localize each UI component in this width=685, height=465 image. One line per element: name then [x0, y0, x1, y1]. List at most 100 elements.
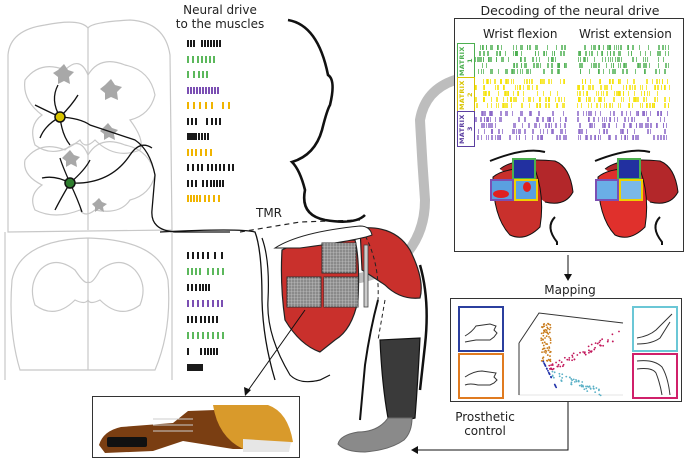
scatter-point: [552, 376, 555, 379]
spike: [215, 164, 217, 171]
raster-spike: [489, 111, 492, 116]
raster-spike: [633, 79, 635, 84]
raster-spike: [649, 111, 651, 116]
scatter-point: [599, 394, 602, 397]
scatter-point: [575, 380, 578, 383]
raster-spike: [552, 117, 555, 122]
scatter-point: [540, 337, 543, 340]
raster-spike: [487, 79, 489, 84]
raster-spike: [495, 51, 497, 56]
spike: [207, 348, 209, 355]
raster-spike: [601, 51, 603, 56]
spike: [207, 268, 209, 275]
raster-spike: [550, 129, 553, 134]
raster-spike: [606, 51, 609, 56]
raster-spike: [648, 63, 651, 68]
green-neuron-soma: [64, 177, 76, 189]
raster-spike: [504, 51, 507, 56]
raster-spike: [513, 97, 515, 102]
raster-spike: [617, 79, 619, 84]
raster-spike: [505, 79, 508, 84]
raster-spike: [531, 79, 534, 84]
raster-spike: [545, 51, 547, 56]
raster-spike: [494, 117, 496, 122]
raster-spike: [579, 57, 581, 62]
raster-spike: [535, 63, 538, 68]
scatter-point: [594, 346, 597, 349]
spike: [212, 332, 214, 339]
raster-spike: [513, 69, 515, 74]
raster-spike: [658, 79, 661, 84]
raster-spike: [505, 69, 507, 74]
spike: [200, 316, 202, 323]
scatter-point: [541, 351, 543, 354]
raster-spike: [561, 45, 563, 50]
spike: [192, 164, 194, 171]
raster-spike: [578, 85, 580, 90]
scatter-point: [549, 337, 552, 340]
scatter-point: [601, 338, 604, 341]
raster-spike: [502, 103, 504, 108]
raster-spike: [490, 97, 492, 102]
raster-spike: [498, 135, 500, 140]
spike: [212, 268, 214, 275]
raster-spike: [640, 103, 642, 108]
scatter-point: [554, 384, 557, 387]
raster-spike: [529, 97, 531, 102]
raster-spike: [632, 135, 634, 140]
spike: [195, 268, 197, 275]
raster-spike: [649, 103, 651, 108]
raster-spike: [629, 97, 631, 102]
raster-spike: [497, 135, 499, 140]
raster-spike: [539, 97, 541, 102]
raster-spike: [509, 135, 511, 140]
raster-spike: [664, 51, 667, 56]
scatter-point: [590, 350, 593, 353]
raster-spike: [588, 69, 590, 74]
spike: [195, 364, 197, 371]
spike: [187, 55, 189, 63]
raster-spike: [597, 117, 600, 122]
raster-spike: [520, 63, 523, 68]
raster-spike: [627, 91, 629, 96]
scatter-point: [551, 370, 554, 373]
raster-spike: [618, 51, 621, 56]
raster-spike: [606, 129, 608, 134]
hand-closed-icon: [464, 370, 498, 386]
raster-spike: [592, 45, 594, 50]
raster-spike: [665, 123, 668, 128]
raster-spike: [599, 79, 601, 84]
spike: [202, 179, 204, 187]
raster-spike: [595, 135, 597, 140]
raster-spike: [560, 51, 562, 56]
scatter-point: [546, 326, 549, 329]
raster-spike: [623, 123, 625, 128]
raster-spike: [634, 69, 637, 74]
raster-spike: [526, 79, 528, 84]
raster-spike: [654, 97, 656, 102]
raster-spike: [498, 129, 500, 134]
raster-spike: [482, 57, 485, 62]
raster-spike: [496, 45, 498, 50]
raster-spike: [611, 57, 613, 62]
raster-spike: [504, 103, 507, 108]
raster-spike: [490, 123, 492, 128]
raster-spike: [577, 111, 579, 116]
raster-spike: [667, 45, 669, 50]
raster-spike: [641, 111, 644, 116]
raster-spike: [642, 57, 645, 62]
raster-spike: [543, 79, 545, 84]
spike: [222, 179, 224, 187]
raster-spike: [588, 85, 590, 90]
raster-spike: [475, 85, 477, 90]
raster-spike: [627, 45, 629, 50]
raster-spike: [535, 123, 537, 128]
raster-spike: [513, 123, 515, 128]
raster-spike: [543, 51, 546, 56]
scatter-point: [540, 332, 543, 335]
raster-spike: [505, 91, 507, 96]
raster-spike: [659, 117, 662, 122]
spike: [191, 179, 193, 187]
neural-drive-line2: to the muscles: [175, 17, 265, 31]
raster-spike: [644, 51, 647, 56]
